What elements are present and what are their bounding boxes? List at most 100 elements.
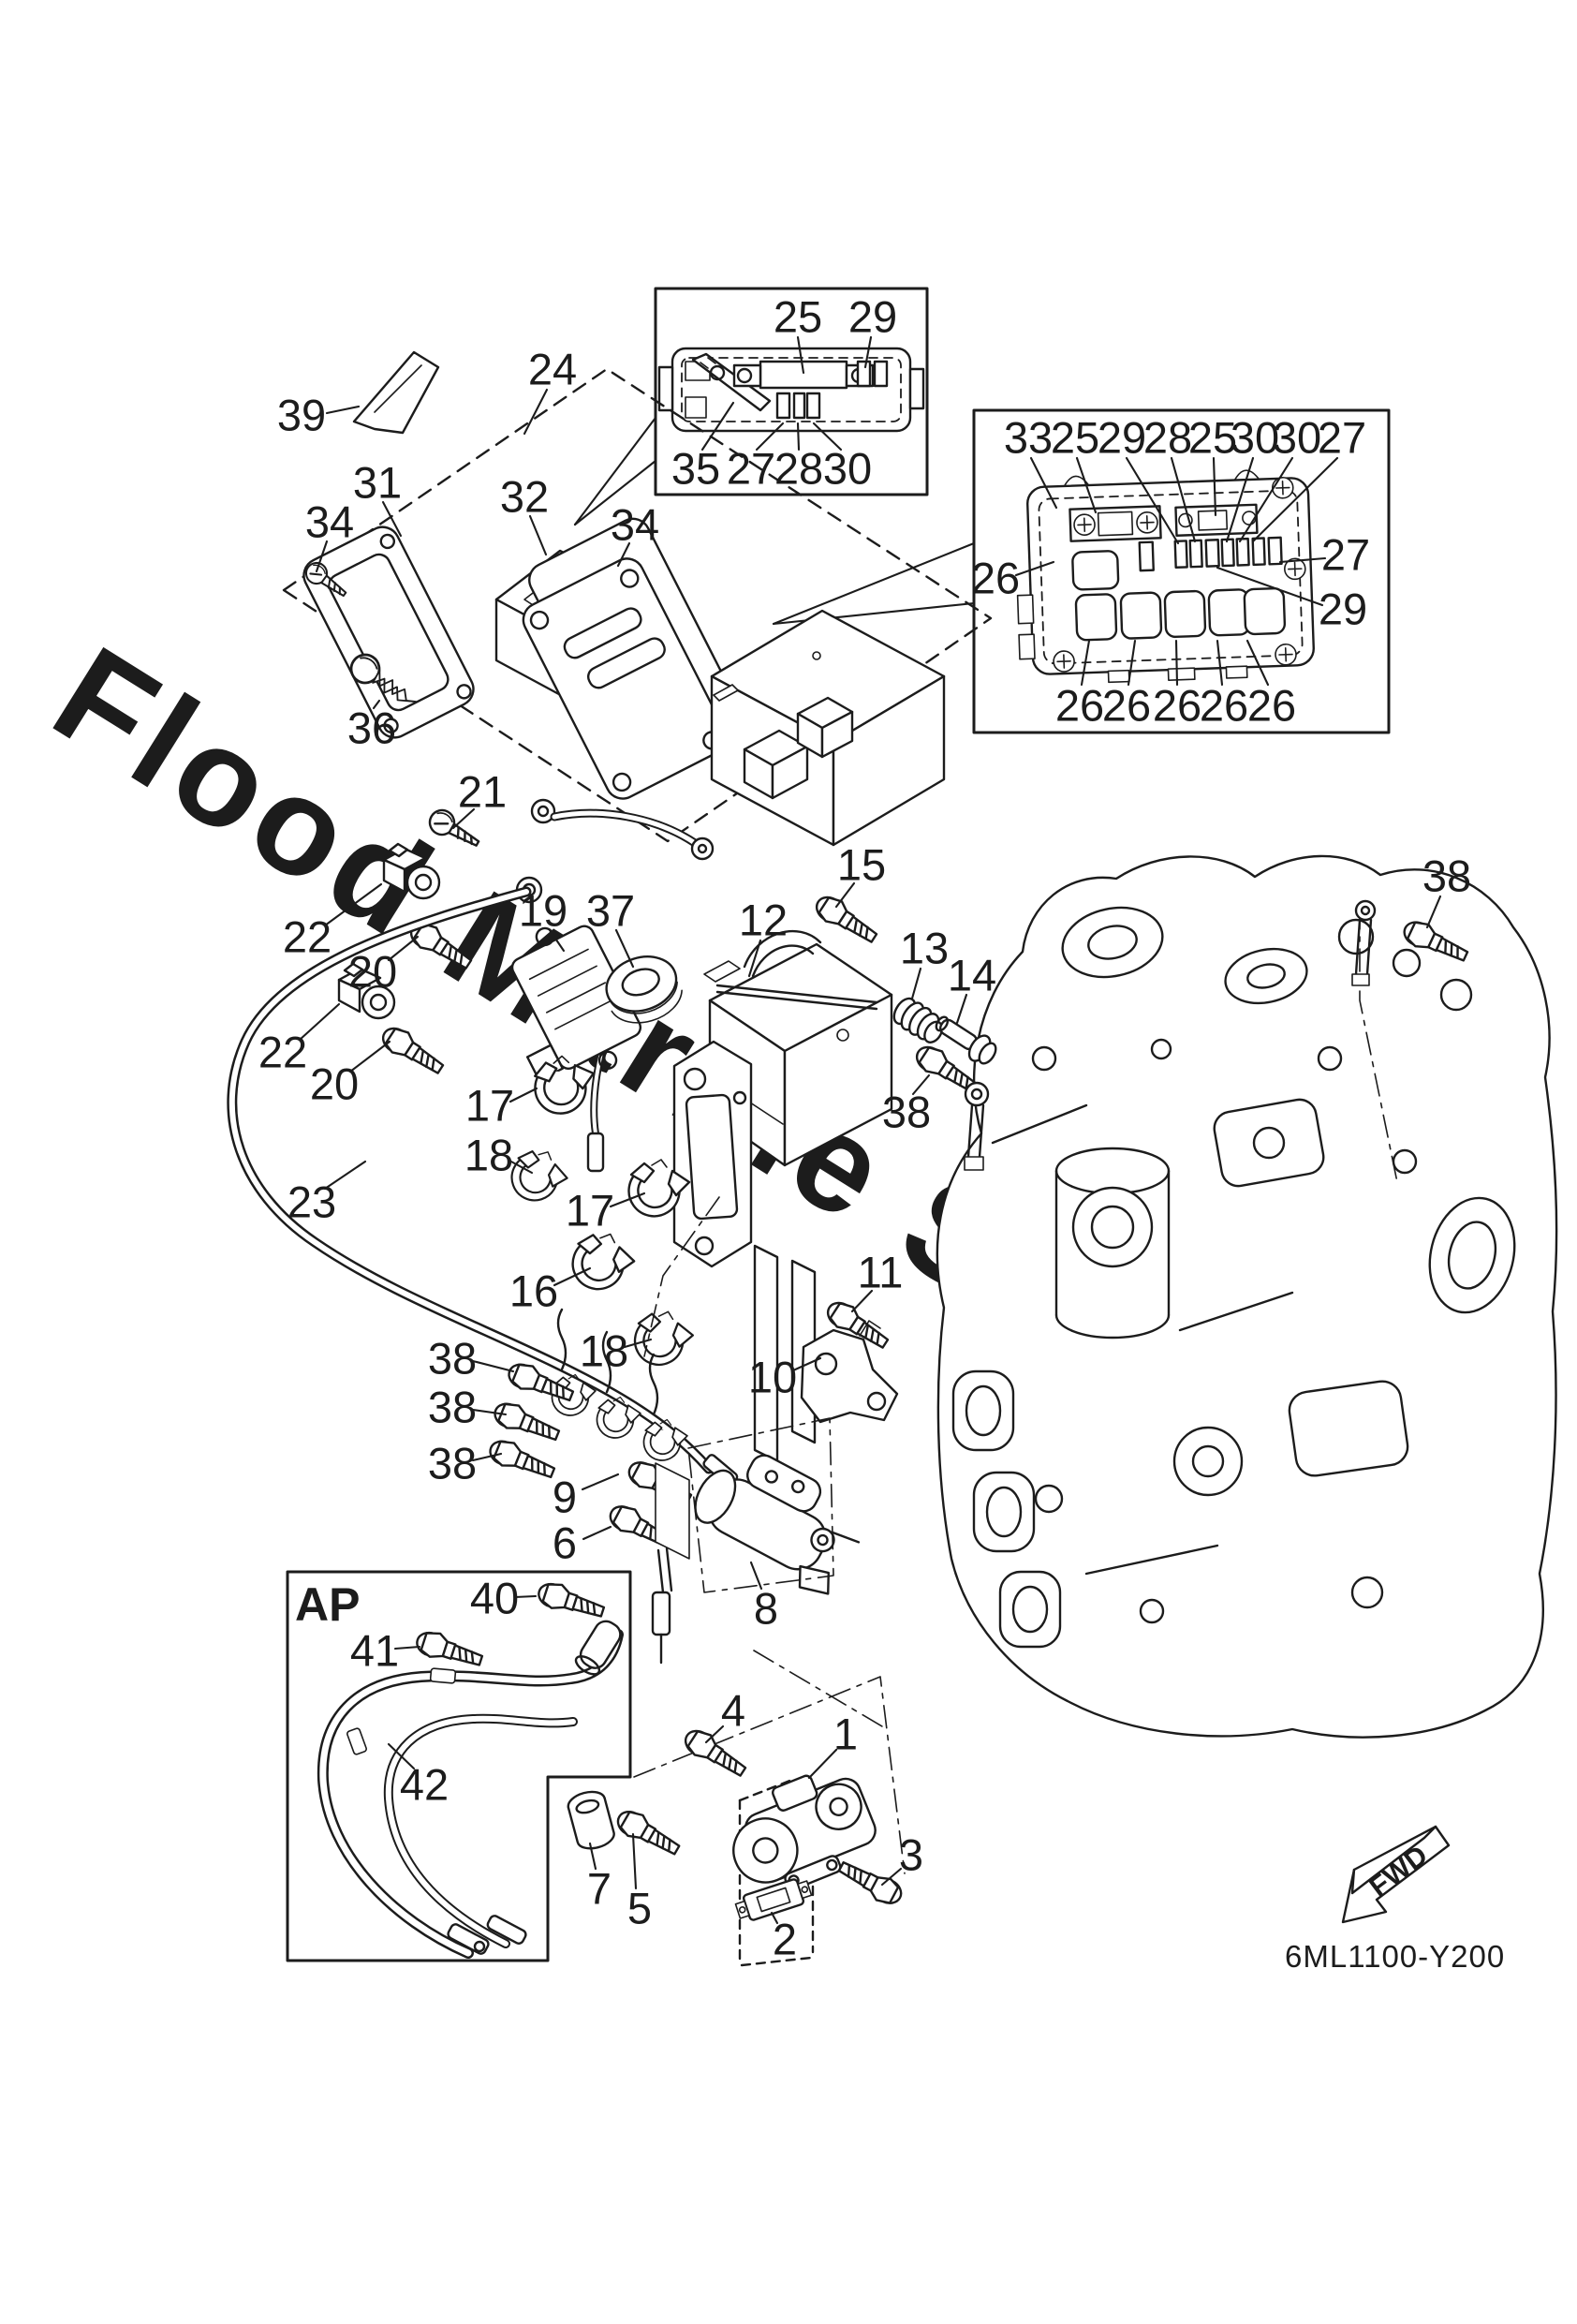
bolt-20-lower — [376, 1020, 450, 1081]
bolt-5 — [612, 1804, 685, 1862]
leader-line-25 — [1075, 456, 1098, 514]
leader-line-26 — [1080, 639, 1091, 687]
bottom-relay-group — [567, 1676, 907, 1967]
leader-line-34 — [616, 541, 631, 568]
leader-line-2 — [770, 1911, 779, 1925]
leader-line-29 — [1216, 566, 1324, 607]
callout-28: 28 — [1143, 413, 1192, 463]
callout-27: 27 — [1318, 413, 1366, 463]
callout-23: 23 — [287, 1177, 336, 1227]
leader-line-6 — [582, 1525, 612, 1541]
leader-line-18 — [623, 1338, 653, 1349]
callout-33: 33 — [1004, 413, 1053, 463]
ecu-fusebox-body — [710, 609, 946, 847]
part-31-cover — [302, 525, 475, 739]
callout-5: 5 — [627, 1884, 652, 1933]
callout-25: 25 — [774, 292, 822, 342]
leader-line-4 — [704, 1724, 725, 1744]
fuse-28-illustration — [792, 392, 806, 420]
relay-26-illustration — [1071, 550, 1120, 591]
callout-26: 26 — [1153, 681, 1201, 731]
callout-38: 38 — [882, 1088, 931, 1137]
leader-line-38 — [911, 1073, 931, 1096]
bolt-38-c — [485, 1434, 559, 1486]
callout-3: 3 — [899, 1830, 923, 1880]
leader-line-25 — [1212, 456, 1217, 517]
callout-26: 26 — [1247, 681, 1296, 731]
leader-line-38 — [471, 1359, 515, 1373]
dashed-boundary-starter — [687, 1417, 834, 1593]
callout-38: 38 — [1422, 851, 1471, 901]
leader-line-17 — [508, 1087, 538, 1103]
leader-line-42 — [387, 1742, 416, 1770]
callout-18: 18 — [464, 1131, 513, 1180]
leader-line-18 — [508, 1159, 534, 1175]
leader-line-29 — [1125, 456, 1180, 545]
clamp-18-lower — [631, 1308, 697, 1369]
leader-line-20 — [387, 935, 420, 962]
leader-line-26 — [1127, 639, 1137, 687]
leader-line-27 — [1251, 456, 1339, 543]
leader-line-7 — [588, 1842, 597, 1871]
eyelet-mid — [964, 1081, 990, 1171]
callout-26: 26 — [971, 554, 1020, 603]
callout-39: 39 — [277, 391, 326, 440]
callout-35: 35 — [671, 444, 720, 494]
leader-line-35 — [700, 401, 735, 451]
part-37-grommet — [605, 955, 683, 1024]
leader-line-38 — [1425, 895, 1442, 929]
callout-40: 40 — [470, 1574, 519, 1623]
leader-line-27 — [1278, 556, 1327, 564]
inset-box-fuse-box — [772, 408, 1391, 734]
callout-22: 22 — [258, 1028, 307, 1077]
callout-25: 25 — [1051, 413, 1099, 463]
pin-14 — [935, 1015, 997, 1065]
bolt-41 — [412, 1626, 486, 1674]
leader-line-20 — [348, 1040, 391, 1073]
callout-30: 30 — [1273, 413, 1321, 463]
callout-42: 42 — [400, 1760, 449, 1810]
leader-line-21 — [451, 807, 476, 830]
leader-line-17 — [609, 1192, 646, 1208]
dashed-box-fuse-2 — [738, 1778, 815, 1967]
callout-26: 26 — [1055, 681, 1104, 731]
callout-30: 30 — [1231, 413, 1279, 463]
leader-line-28 — [796, 422, 801, 451]
callout-38: 38 — [428, 1334, 477, 1384]
leader-line-40 — [513, 1594, 538, 1599]
ap-box: AP — [286, 1570, 632, 1962]
leader-line-13 — [910, 967, 922, 1000]
leader-line-26 — [1245, 639, 1270, 687]
leader-line-41 — [393, 1645, 421, 1650]
callout-9: 9 — [553, 1473, 577, 1522]
ecu-bracket-plate — [522, 517, 734, 800]
leader-line-25 — [796, 335, 805, 375]
callout-25: 25 — [1188, 413, 1237, 463]
leader-line-8 — [749, 1561, 763, 1591]
leader-line-19 — [548, 928, 566, 953]
dashed-boundary-clamps — [643, 1196, 720, 1357]
fuse-29-illustration — [856, 360, 872, 388]
fuse-25-illustration — [1174, 503, 1259, 537]
callout-20: 20 — [348, 947, 397, 997]
callout-11: 11 — [858, 1248, 904, 1297]
leader-line-22 — [298, 1002, 341, 1042]
ap-box-label: AP — [295, 1578, 360, 1631]
leader-line-30 — [1238, 456, 1294, 543]
ecu-group-24 — [282, 350, 993, 847]
leader-line-32 — [528, 514, 548, 556]
callout-1: 1 — [833, 1710, 858, 1759]
leader-line-12 — [747, 939, 762, 978]
callout-34: 34 — [305, 497, 354, 547]
callout-32: 32 — [500, 472, 549, 522]
engine-block-illustration — [936, 854, 1558, 1739]
leader-line-24 — [523, 388, 549, 436]
ghost-clamps — [551, 1308, 688, 1461]
leader-line-29 — [863, 335, 873, 369]
main-fuse-25-illustration — [732, 360, 875, 390]
leader-line-28 — [1170, 456, 1197, 543]
leader-line-16 — [553, 1266, 592, 1287]
plate-edge — [655, 1462, 690, 1560]
